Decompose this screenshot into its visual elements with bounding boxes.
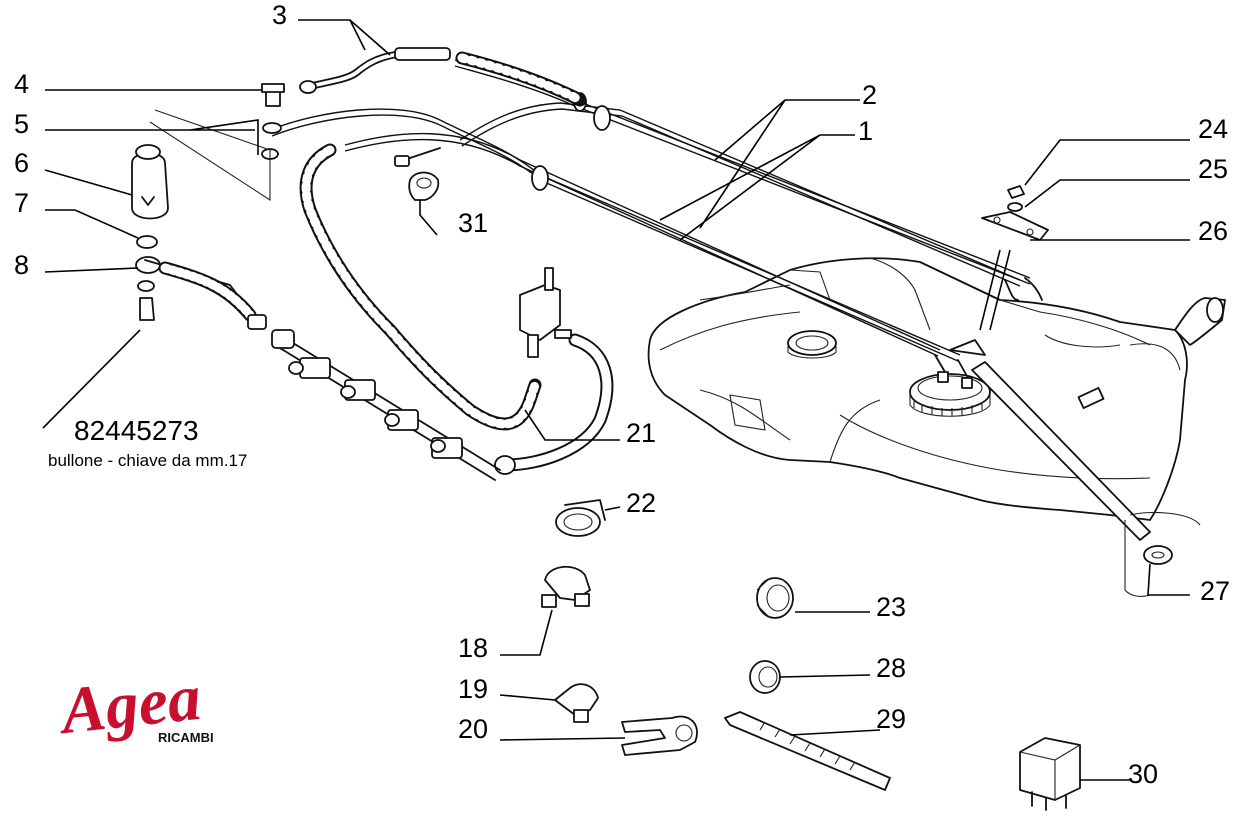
- callout-8: 8: [14, 250, 29, 280]
- callout-7: 7: [14, 188, 29, 218]
- callout-28: 26: [1198, 216, 1228, 246]
- vent-valve: [519, 267, 572, 358]
- callout-29: 27: [1200, 576, 1230, 606]
- part-24: [749, 660, 781, 694]
- callout-24: 28: [876, 653, 906, 683]
- callout-labels: 3 4 5 6 7 8 2 1 24 25 26 31 21 22 27 23 …: [14, 0, 1230, 789]
- callout-4: 4: [14, 69, 29, 99]
- callout-23: 23: [876, 592, 906, 622]
- part-29: [1143, 545, 1173, 565]
- part-23: [756, 577, 794, 619]
- callout-27: 25: [1198, 154, 1228, 184]
- part-25: [724, 711, 891, 791]
- part-19: [554, 683, 599, 723]
- callout-2: 2: [862, 80, 877, 110]
- sender-teeth: [913, 400, 983, 416]
- clip-strip: [271, 329, 501, 481]
- part-30-relay: [1019, 737, 1081, 811]
- callout-21: 21: [626, 418, 656, 448]
- part-20: [621, 715, 698, 756]
- callout-30: 30: [1128, 759, 1158, 789]
- callout-31: 31: [458, 208, 488, 238]
- logo-wordmark: Agea: [54, 661, 204, 749]
- callout-5: 5: [14, 109, 29, 139]
- logo-subtitle: RICAMBI: [158, 730, 214, 745]
- callout-26: 24: [1198, 114, 1228, 144]
- part-18: [541, 566, 591, 608]
- filter-assembly: [131, 83, 285, 330]
- callout-22: 22: [626, 488, 656, 518]
- callout-19: 19: [458, 674, 488, 704]
- part-31: [394, 147, 441, 201]
- part-number-note: 82445273 bullone - chiave da mm.17: [48, 415, 247, 470]
- agea-logo: Agea RICAMBI: [54, 661, 214, 749]
- fuel-tank: [647, 257, 1226, 597]
- callout-20: 20: [458, 714, 488, 744]
- hose-21: [299, 143, 614, 475]
- callout-1: 1: [858, 116, 873, 146]
- callout-6: 6: [14, 148, 29, 178]
- part-26-27-28: [981, 185, 1049, 241]
- part-note: bullone - chiave da mm.17: [48, 451, 247, 470]
- callout-3: 3: [272, 0, 287, 30]
- callout-25: 29: [876, 704, 906, 734]
- part-number: 82445273: [74, 415, 199, 446]
- hose-3: [299, 47, 587, 107]
- part-22: [555, 499, 606, 537]
- callout-18: 18: [458, 633, 488, 663]
- leader-lines: [42, 19, 1190, 781]
